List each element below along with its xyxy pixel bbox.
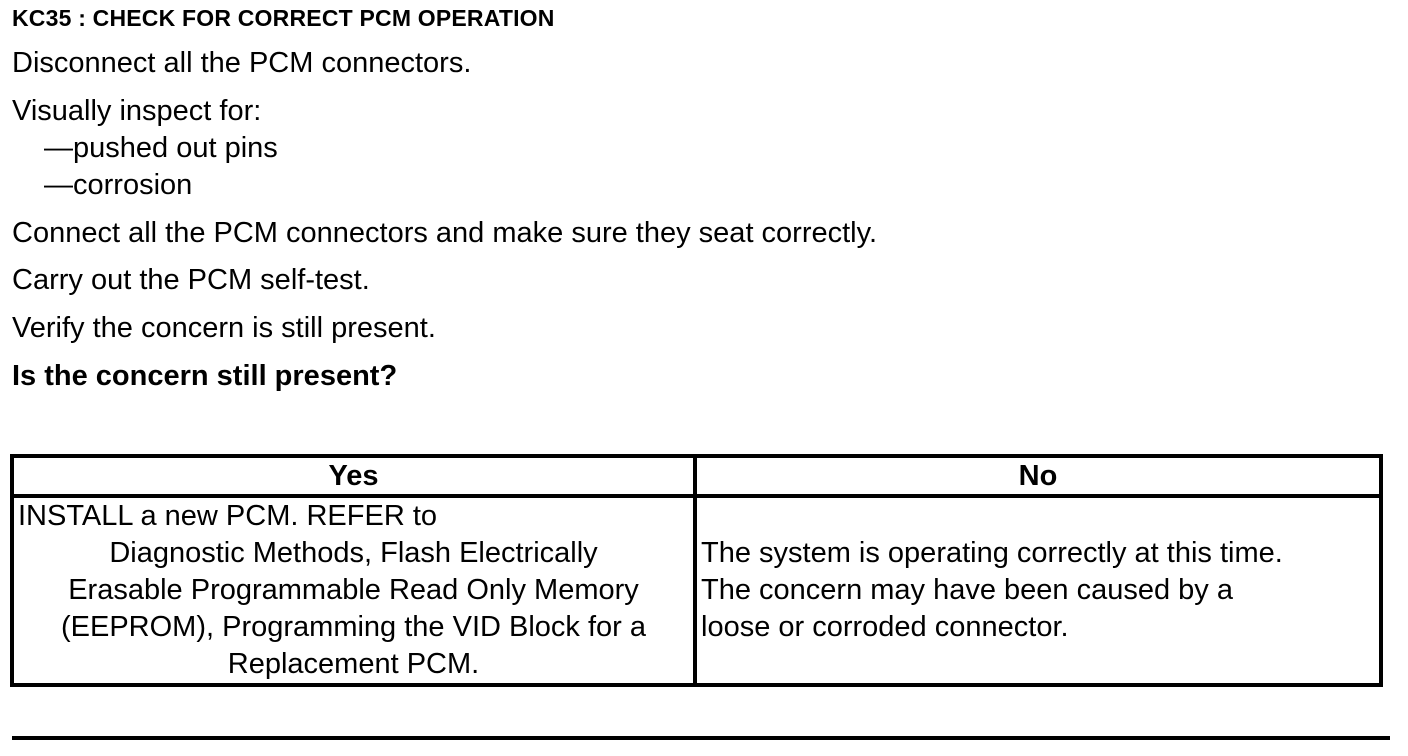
step-visual-inspect: Visually inspect for: bbox=[12, 95, 262, 127]
yes-action-line: Replacement PCM. bbox=[227, 648, 480, 680]
inspect-item-corrosion: —corrosion bbox=[44, 169, 193, 201]
no-column-header: No bbox=[693, 454, 1383, 498]
yes-action-line: (EEPROM), Programming the VID Block for … bbox=[61, 611, 646, 643]
inspect-item-pushed-out-pins: —pushed out pins bbox=[44, 132, 278, 164]
bottom-divider bbox=[12, 736, 1390, 740]
yes-action-line: Erasable Programmable Read Only Memory bbox=[68, 574, 639, 606]
step-verify-concern: Verify the concern is still present. bbox=[12, 312, 436, 344]
yes-action-line: Diagnostic Methods, Flash Electrically bbox=[109, 537, 598, 569]
decision-table-header-row: Yes No bbox=[10, 454, 1383, 498]
decision-question: Is the concern still present? bbox=[12, 360, 398, 392]
no-action-line: The system is operating correctly at thi… bbox=[701, 537, 1283, 569]
decision-table: Yes No INSTALL a new PCM. REFER to Diagn… bbox=[10, 454, 1383, 687]
page-title: KC35 : CHECK FOR CORRECT PCM OPERATION bbox=[12, 5, 555, 31]
step-self-test: Carry out the PCM self-test. bbox=[12, 264, 370, 296]
decision-table-row: INSTALL a new PCM. REFER to Diagnostic M… bbox=[10, 494, 1383, 687]
yes-action-cell: INSTALL a new PCM. REFER to Diagnostic M… bbox=[10, 494, 697, 687]
no-action-cell: The system is operating correctly at thi… bbox=[693, 494, 1383, 687]
yes-action-line: INSTALL a new PCM. REFER to bbox=[18, 500, 438, 532]
no-action-line: loose or corroded connector. bbox=[701, 611, 1069, 643]
yes-column-header: Yes bbox=[10, 454, 697, 498]
step-connect-connectors: Connect all the PCM connectors and make … bbox=[12, 217, 878, 249]
step-disconnect-connectors: Disconnect all the PCM connectors. bbox=[12, 47, 472, 79]
no-action-line: The concern may have been caused by a bbox=[701, 574, 1233, 606]
